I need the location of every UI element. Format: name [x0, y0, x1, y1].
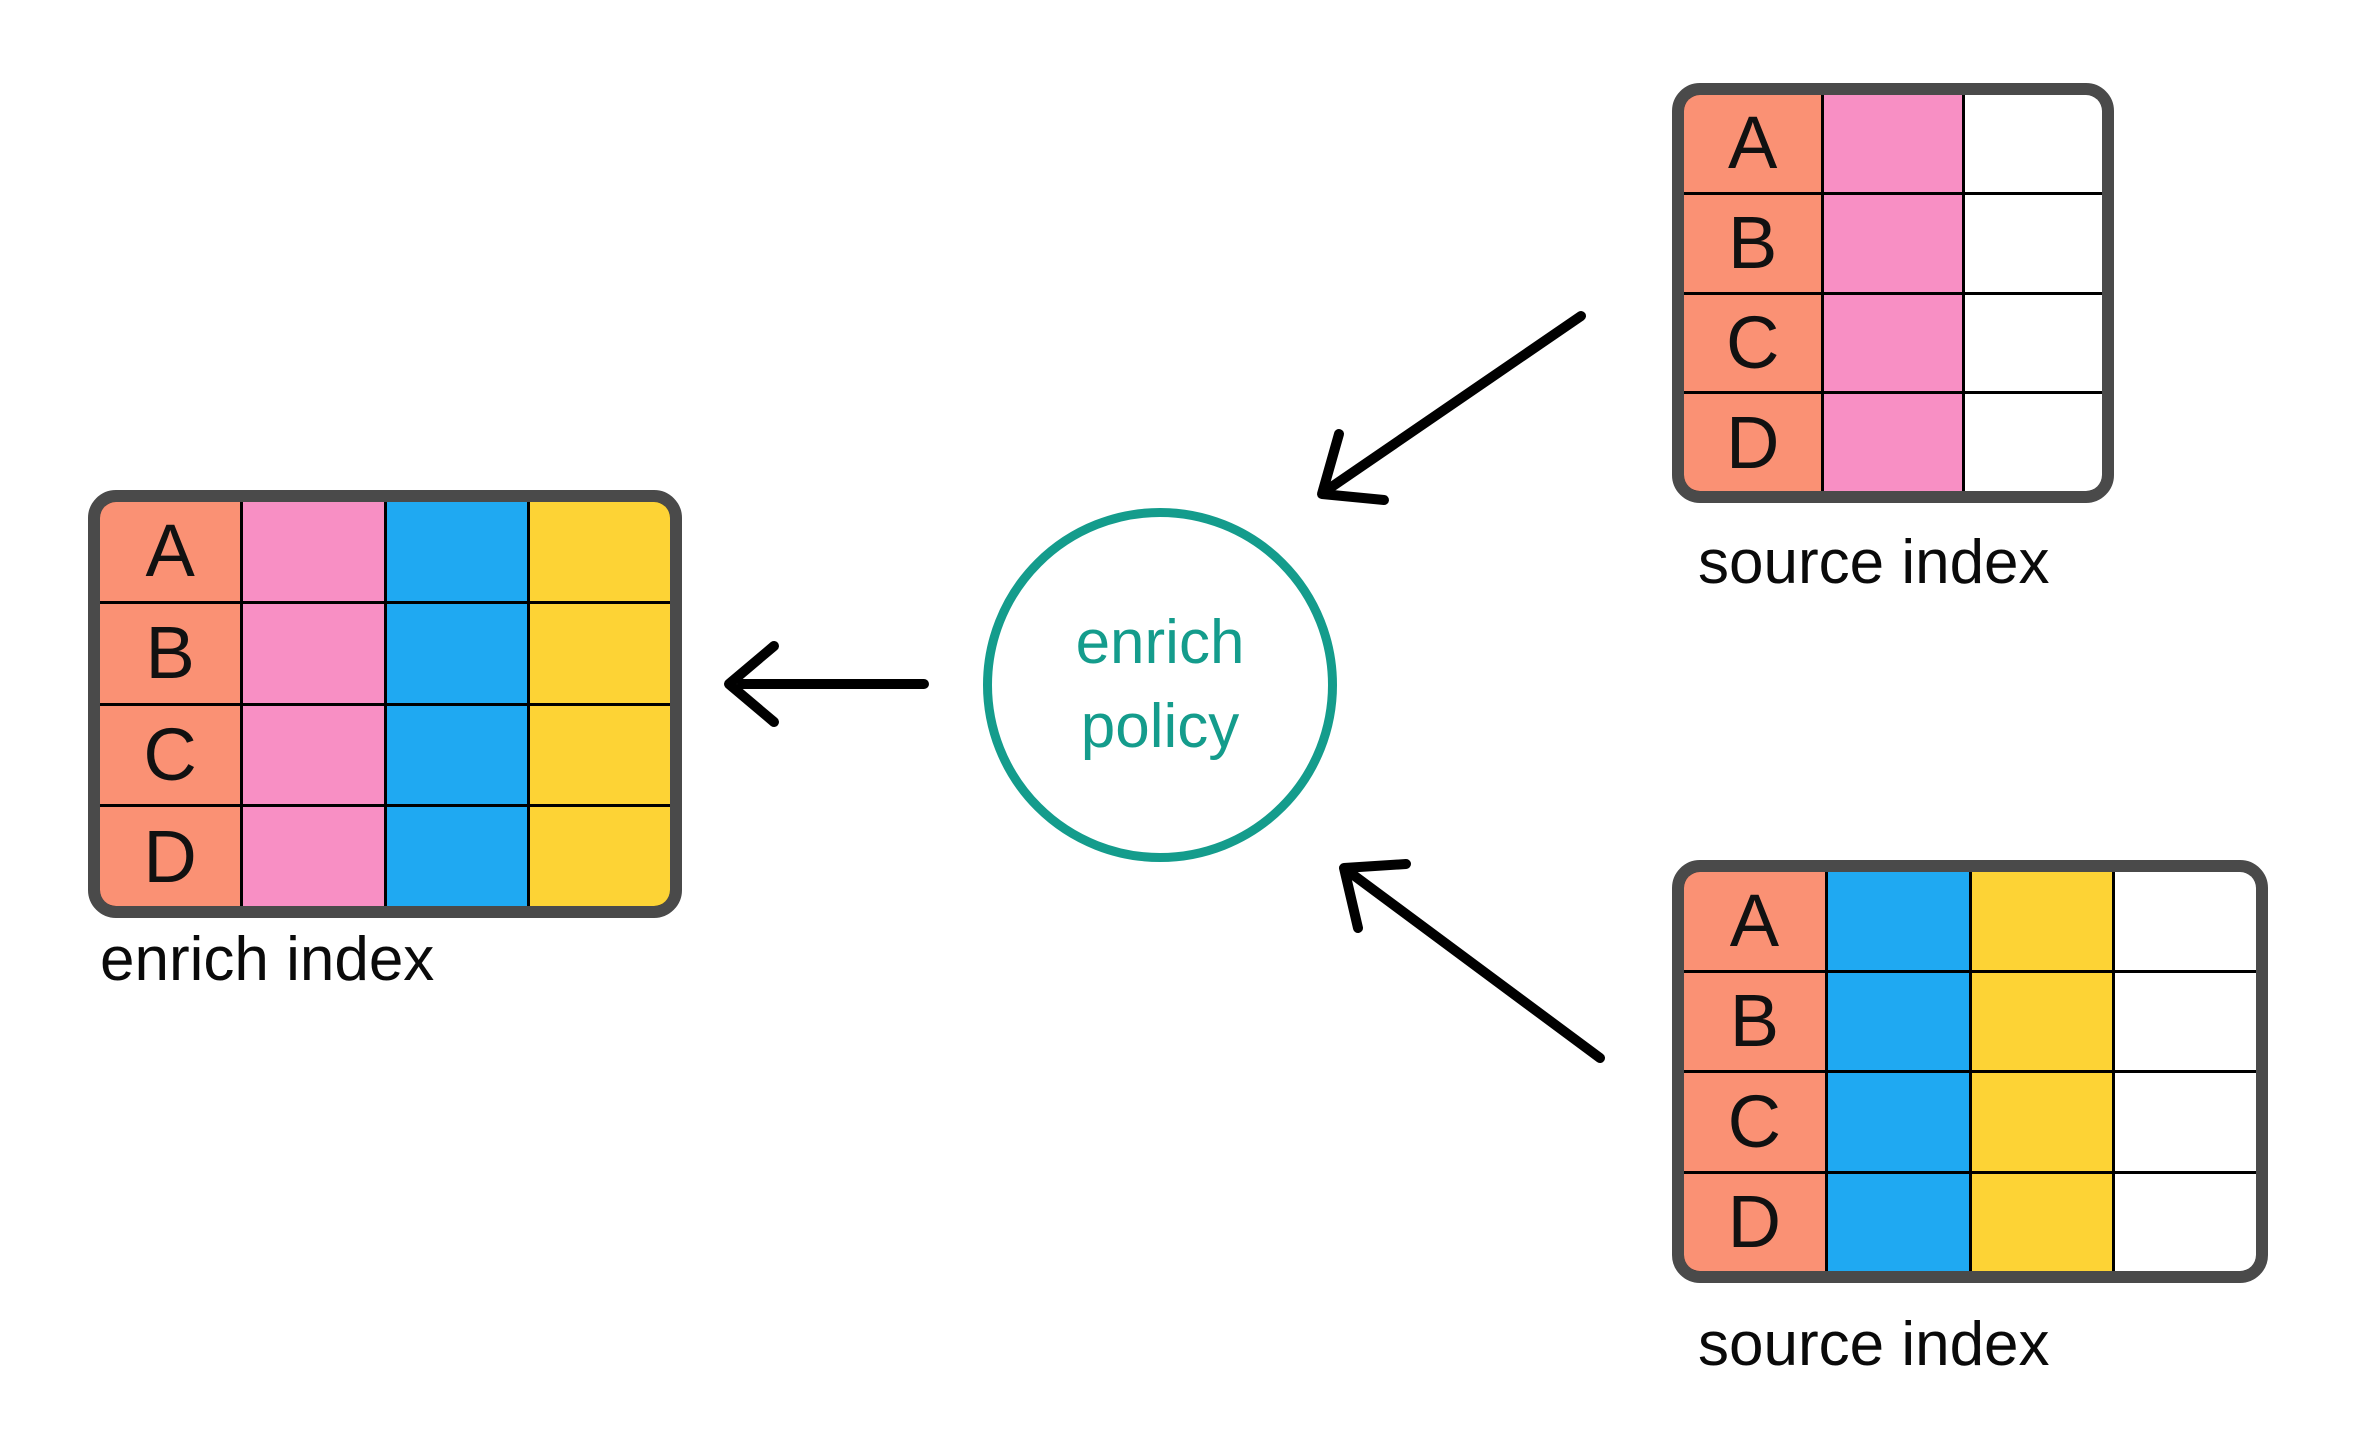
table-cell: [1824, 294, 1962, 392]
row-key-cell: D: [1684, 394, 1822, 491]
table-cell: [529, 603, 670, 703]
table-cell: [243, 705, 384, 805]
table-cell: [1964, 95, 2102, 192]
row-key-cell: D: [1684, 1173, 1825, 1271]
table-cell: [243, 603, 384, 703]
row-key-cell: B: [100, 603, 241, 703]
row-key-cell: B: [1684, 194, 1822, 292]
table-cell: [529, 502, 670, 601]
table-cell: [386, 705, 527, 805]
table-cell: [2115, 1173, 2256, 1271]
row-key-cell: B: [1684, 972, 1825, 1070]
table-cell: [243, 502, 384, 601]
row-key-cell: A: [1684, 872, 1825, 970]
table-cell: [1827, 972, 1969, 1070]
source-index-top-label: source index: [1698, 528, 2050, 597]
table-cell: [2115, 872, 2256, 970]
table-cell: [1964, 194, 2102, 292]
table-cell: [1964, 294, 2102, 392]
table-cell: [1971, 1173, 2113, 1271]
table-cell: [1971, 1073, 2113, 1171]
enrich-policy-circle: enrich policy: [983, 508, 1337, 862]
table-cell: [1827, 1173, 1969, 1271]
table-cell: [386, 502, 527, 601]
enrich-policy-label-line2: policy: [1080, 692, 1240, 761]
source-index-bottom-label: source index: [1698, 1310, 2050, 1379]
table-cell: [529, 807, 670, 906]
table-cell: [1824, 194, 1962, 292]
enrich-policy-label-line1: enrich: [1075, 608, 1245, 678]
table-cell: [2115, 1073, 2256, 1171]
table-cell: [1827, 1073, 1969, 1171]
table-cell: [1971, 872, 2113, 970]
table-cell: [1964, 394, 2102, 491]
table-cell: [1824, 95, 1962, 192]
row-key-cell: D: [100, 807, 241, 906]
row-key-cell: C: [1684, 1073, 1825, 1171]
row-key-cell: A: [1684, 95, 1822, 192]
arrow-source-top-to-policy: [1317, 311, 1586, 505]
table-cell: [1824, 394, 1962, 491]
row-key-cell: C: [1684, 294, 1822, 392]
arrow-policy-to-enrich-index: [724, 641, 929, 727]
row-key-cell: A: [100, 502, 241, 601]
table-cell: [1827, 872, 1969, 970]
table-cell: [386, 807, 527, 906]
table-cell: [1971, 972, 2113, 1070]
table-cell: [243, 807, 384, 906]
table-cell: [386, 603, 527, 703]
enrich-index-label: enrich index: [100, 925, 435, 994]
table-cell: [2115, 972, 2256, 1070]
row-key-cell: C: [100, 705, 241, 805]
table-cell: [529, 705, 670, 805]
arrow-source-bottom-to-policy: [1339, 859, 1605, 1063]
